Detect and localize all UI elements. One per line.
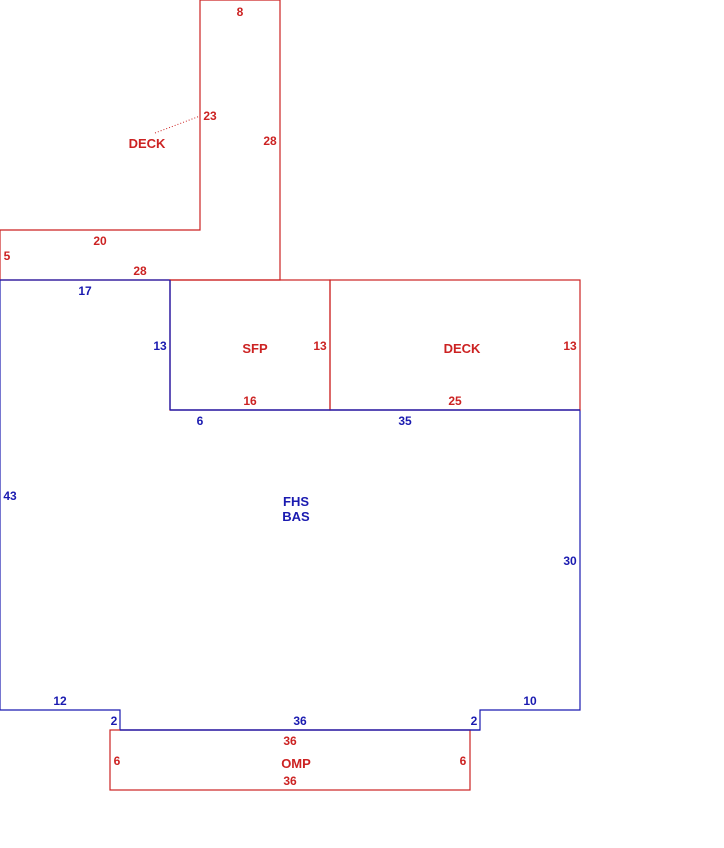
main-label-fhs: FHS xyxy=(283,494,309,509)
deck-right-label: DECK xyxy=(444,341,481,356)
dim-sfp-right: 13 xyxy=(313,339,327,353)
dim-main-left: 43 xyxy=(3,489,17,503)
deck-upper-outline xyxy=(0,0,281,281)
dim-main-notch: 6 xyxy=(197,414,204,428)
dim-main-bottom: 36 xyxy=(293,714,307,728)
sfp-label: SFP xyxy=(242,341,268,356)
dim-deck-upper-left: 5 xyxy=(4,249,11,263)
dim-main-bottom-right: 10 xyxy=(523,694,537,708)
dim-omp-right: 6 xyxy=(460,754,467,768)
dim-omp-bottom: 36 xyxy=(283,774,297,788)
dim-sfp-bottom: 16 xyxy=(243,394,257,408)
dim-main-mid: 35 xyxy=(398,414,412,428)
omp-label: OMP xyxy=(281,756,311,771)
dim-deck-right-bottom: 25 xyxy=(448,394,462,408)
dim-deck-upper-step: 20 xyxy=(93,234,107,248)
dim-sfp-left: 13 xyxy=(153,339,167,353)
dim-main-top: 17 xyxy=(78,284,92,298)
dim-omp-top: 36 xyxy=(283,734,297,748)
dim-deck-upper-top: 8 xyxy=(237,5,244,19)
deck-upper-leader xyxy=(154,115,201,134)
dim-main-jog-right: 2 xyxy=(471,714,478,728)
deck-upper-label: DECK xyxy=(129,136,166,151)
dim-main-bottom-left: 12 xyxy=(53,694,67,708)
dim-main-right: 30 xyxy=(563,554,577,568)
dim-omp-left: 6 xyxy=(114,754,121,768)
dim-deck-upper-inner: 23 xyxy=(203,109,217,123)
dim-main-jog-left: 2 xyxy=(111,714,118,728)
dim-deck-upper-bottom: 28 xyxy=(133,264,147,278)
dim-deck-upper-right: 28 xyxy=(263,134,277,148)
main-label-bas: BAS xyxy=(282,509,310,524)
dim-deck-right-right: 13 xyxy=(563,339,577,353)
